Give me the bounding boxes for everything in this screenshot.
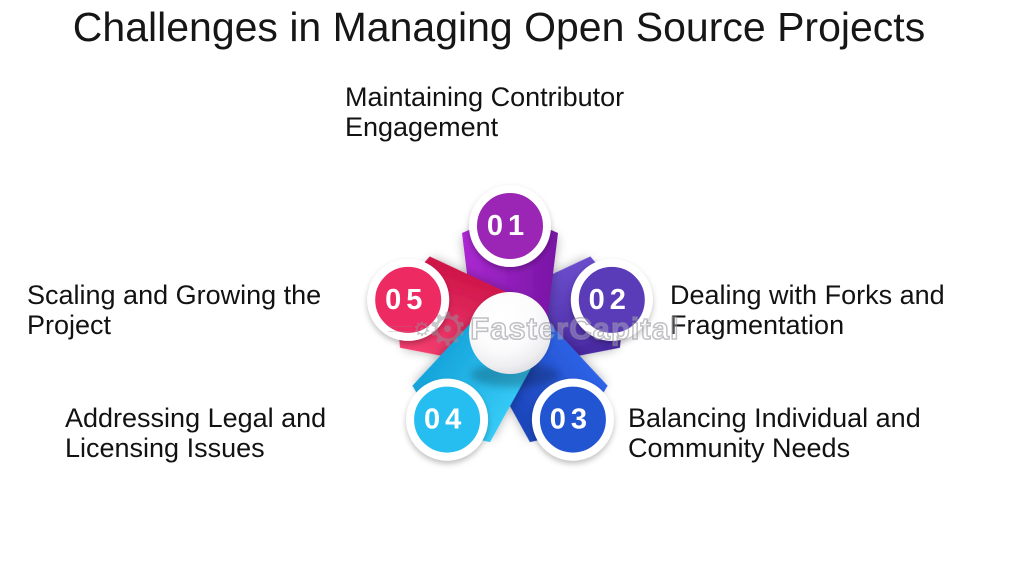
star-diagram: 01 02 03 04 05 [367, 185, 653, 461]
label-dealing-with-forks: Dealing with Forks and Fragmentation [670, 280, 945, 340]
center-sphere [469, 292, 551, 374]
label-legal-licensing: Addressing Legal and Licensing Issues [65, 403, 326, 463]
badge-number-04: 04 [424, 404, 466, 436]
badge-01 [469, 185, 551, 267]
label-line: Community Needs [628, 433, 851, 463]
label-line: Addressing Legal and [65, 403, 327, 433]
label-line: Scaling and Growing the [27, 280, 322, 310]
badge-05 [367, 258, 450, 341]
page-title: Challenges in Managing Open Source Proje… [72, 4, 926, 50]
badge-02 [570, 258, 653, 341]
label-line: Engagement [345, 112, 499, 142]
label-balancing-needs: Balancing Individual and Community Needs [628, 403, 921, 463]
label-scaling-growing: Scaling and Growing the Project [27, 280, 321, 340]
badge-number-02: 02 [589, 284, 631, 316]
badge-04 [406, 378, 489, 461]
label-line: Fragmentation [670, 310, 845, 340]
badge-number-01: 01 [487, 210, 529, 242]
label-line: Balancing Individual and [628, 403, 921, 433]
label-line: Dealing with Forks and [670, 280, 945, 310]
badge-number-05: 05 [385, 284, 427, 316]
label-maintaining-contributor-engagement: Maintaining Contributor Engagement [345, 82, 624, 142]
label-line: Maintaining Contributor [345, 82, 625, 112]
label-line: Project [27, 310, 112, 340]
badge-number-03: 03 [550, 404, 592, 436]
badge-03 [531, 378, 614, 461]
label-line: Licensing Issues [65, 433, 265, 463]
